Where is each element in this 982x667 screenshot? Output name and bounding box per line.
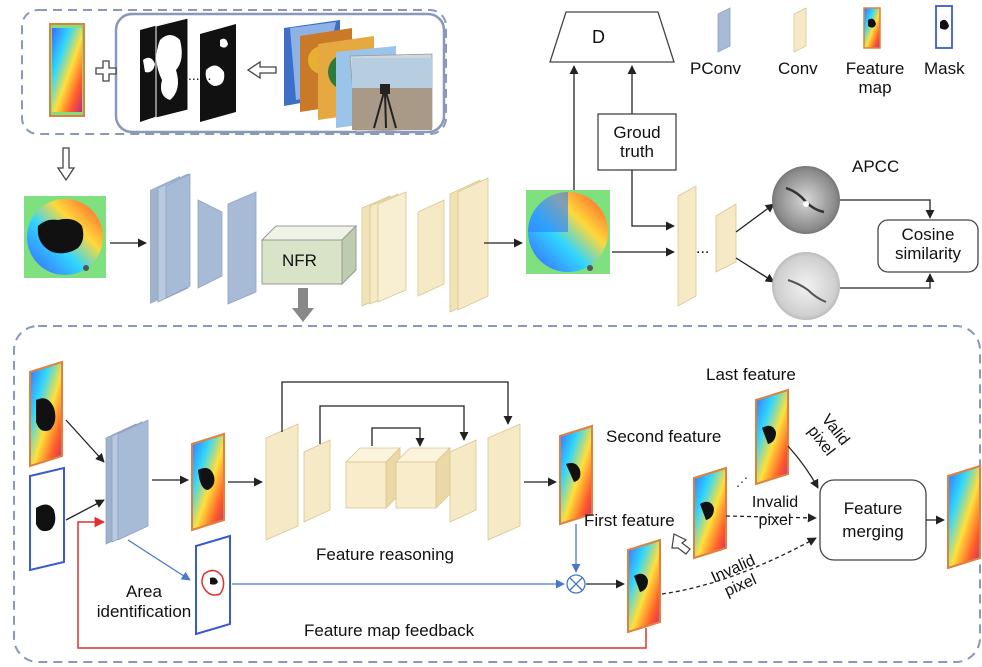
apcc-feature-map-2	[772, 252, 840, 320]
encoder-pconv-blocks	[150, 173, 257, 305]
reasoning-output-feature-map	[559, 424, 593, 526]
apcc-feature-map-1	[772, 166, 840, 234]
masked-input-image	[24, 196, 106, 278]
plus-icon	[95, 60, 117, 82]
area-identification-map	[195, 534, 231, 636]
cosine-similarity-label: Cosine similarity	[878, 225, 978, 263]
input-panel-border	[21, 9, 447, 135]
nfr-pconv-feature-map	[191, 432, 225, 532]
legend-pconv-label: PConv	[690, 59, 742, 78]
ground-truth-label: Groud truth	[598, 123, 676, 161]
legend-feature-map-line1: Feature	[845, 59, 905, 78]
cosine-similarity-line2: similarity	[894, 243, 962, 263]
merged-output-feature-map	[947, 464, 981, 570]
ground-truth-line1: Groud	[613, 123, 661, 142]
first-feature-map	[627, 538, 661, 634]
nfr-expand-arrow-icon	[292, 288, 314, 322]
second-feature-label: Second feature	[606, 427, 722, 446]
ground-truth-box	[597, 113, 677, 171]
legend-feature-map-label: Feature map	[838, 59, 912, 97]
legend-conv-icon	[793, 7, 807, 53]
cosine-similarity-line1: Cosine	[901, 225, 955, 244]
hollow-diagonal-arrow-icon	[671, 533, 691, 555]
decoder-conv-blocks	[361, 177, 489, 313]
invalid-pixel-second-line2: pixel	[758, 511, 792, 529]
last-feature-map	[755, 388, 789, 486]
apcc-conv-blocks	[677, 185, 737, 307]
invalid-pixel-second-line1: Invalid	[751, 494, 799, 511]
apcc-label: APCC	[852, 157, 900, 176]
mask-ellipsis: ......	[188, 67, 211, 83]
area-identification-line2: identification	[96, 602, 192, 622]
ground-truth-photo-stack	[284, 20, 433, 133]
legend-feature-map-line2: map	[858, 77, 892, 97]
nfr-input-mask	[29, 466, 65, 572]
hollow-left-arrow-icon	[246, 60, 277, 80]
hollow-down-arrow-icon	[56, 147, 76, 182]
feature-reasoning-blocks	[265, 423, 521, 541]
input-feature-map	[49, 23, 85, 117]
area-identification-label: Area identification	[92, 582, 196, 623]
legend-mask-icon	[935, 5, 953, 49]
legend-feature-map-icon	[863, 7, 881, 49]
discriminator-label: D	[592, 27, 605, 47]
apcc-ellipsis: ...	[696, 240, 710, 257]
last-feature-label: Last feature	[706, 365, 796, 384]
feature-ellipsis: ⋰	[736, 475, 748, 489]
output-image	[526, 190, 610, 274]
legend-conv-label: Conv	[778, 59, 818, 78]
legend-mask-label: Mask	[924, 59, 965, 78]
nfr-label: NFR	[282, 251, 317, 270]
invalid-pixel-label-second: Invalid pixel	[742, 494, 808, 529]
first-feature-label: First feature	[584, 511, 675, 530]
feature-reasoning-label: Feature reasoning	[316, 545, 454, 564]
multiply-operator-icon	[566, 574, 586, 594]
discriminator-block	[549, 11, 675, 63]
nfr-block	[260, 224, 358, 286]
feature-merging-label: Feature merging	[820, 498, 926, 544]
nfr-input-feature-map	[29, 360, 63, 468]
nfr-pconv-blocks	[105, 419, 149, 545]
binary-mask-stack	[140, 17, 236, 122]
feature-merging-line1: Feature	[843, 499, 903, 518]
ground-truth-line2: truth	[619, 141, 655, 161]
feature-merging-line2: merging	[842, 521, 904, 541]
legend-pconv-icon	[717, 7, 731, 53]
area-identification-line1: Area	[126, 582, 162, 601]
second-feature-map	[693, 466, 727, 560]
cosine-similarity-box	[877, 219, 979, 273]
feature-map-feedback-label: Feature map feedback	[304, 621, 475, 640]
